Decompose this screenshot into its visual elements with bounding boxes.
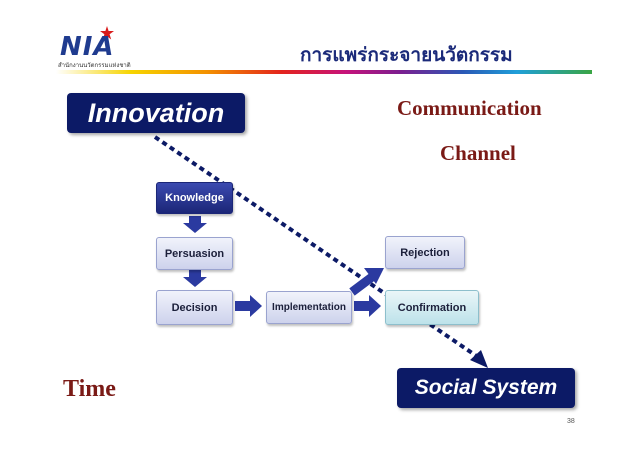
rejection-step: Rejection bbox=[385, 236, 465, 269]
logo-text: NIA bbox=[60, 32, 115, 62]
confirmation-label: Confirmation bbox=[397, 301, 467, 314]
confirmation-step: Confirmation bbox=[385, 290, 479, 325]
page-title: การแพร่กระจายนวัตกรรม bbox=[300, 44, 513, 66]
arrow-right-icon bbox=[235, 295, 262, 317]
communication-label: Communication bbox=[397, 96, 542, 120]
arrow-right-icon bbox=[354, 295, 381, 317]
knowledge-label: Knowledge bbox=[165, 192, 224, 204]
persuasion-step: Persuasion bbox=[156, 237, 233, 270]
rejection-label: Rejection bbox=[400, 246, 450, 259]
decision-label: Decision bbox=[171, 301, 218, 314]
implementation-label: Implementation bbox=[272, 302, 346, 313]
rainbow-divider bbox=[56, 70, 592, 74]
time-label: Time bbox=[63, 376, 116, 402]
persuasion-label: Persuasion bbox=[164, 247, 225, 260]
nia-logo: NIA สำนักงานนวัตกรรมแห่งชาติ bbox=[56, 26, 166, 71]
arrow-down-icon bbox=[183, 270, 207, 287]
page-number: 38 bbox=[567, 418, 575, 425]
logo-subtitle: สำนักงานนวัตกรรมแห่งชาติ bbox=[58, 62, 131, 69]
social-system-box: Social System bbox=[397, 368, 575, 408]
knowledge-step: Knowledge bbox=[156, 182, 233, 214]
implementation-step: Implementation bbox=[266, 291, 352, 324]
innovation-box: Innovation bbox=[67, 93, 245, 133]
innovation-label: Innovation bbox=[87, 97, 225, 128]
decision-step: Decision bbox=[156, 290, 233, 325]
channel-label: Channel bbox=[440, 141, 516, 165]
arrow-up-right-icon bbox=[349, 268, 384, 296]
social-system-label: Social System bbox=[414, 376, 558, 399]
dotted-arrowhead-icon bbox=[470, 350, 488, 368]
arrow-down-icon bbox=[183, 216, 207, 233]
star-icon bbox=[100, 26, 114, 40]
